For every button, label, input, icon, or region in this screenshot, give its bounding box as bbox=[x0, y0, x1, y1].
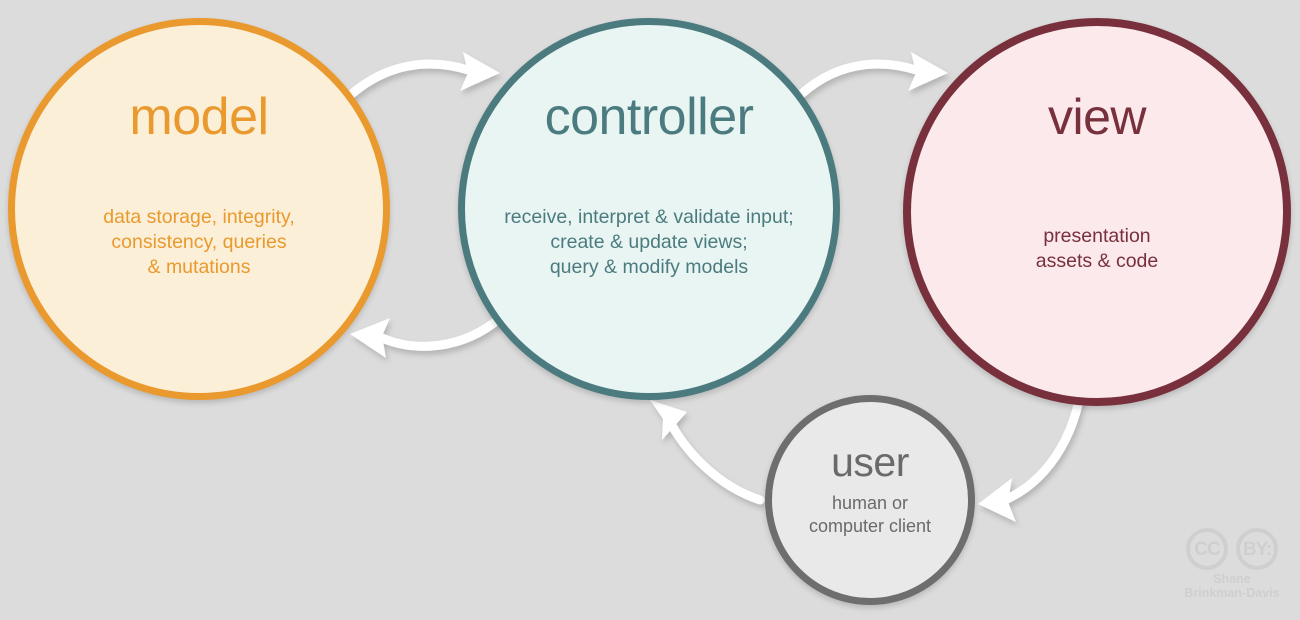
node-model-description: data storage, integrity, consistency, qu… bbox=[103, 206, 295, 278]
node-view-description: presentation assets & code bbox=[1035, 225, 1159, 272]
node-user-title: user bbox=[831, 439, 909, 485]
cc-badge-icons: CC BY: bbox=[1176, 528, 1288, 570]
author-line-2: Brinkman-Davis bbox=[1184, 586, 1280, 600]
node-model[interactable]: model data storage, integrity, consisten… bbox=[8, 18, 390, 400]
node-user-description: human or computer client bbox=[808, 493, 932, 537]
arrow-user-to-controller bbox=[650, 400, 765, 505]
node-model-title: model bbox=[129, 88, 269, 146]
arrow-controller-to-model bbox=[350, 313, 505, 358]
arrow-controller-to-view bbox=[790, 52, 948, 105]
author-attribution: Shane Brinkman-Davis bbox=[1176, 572, 1288, 600]
node-view-title: view bbox=[1047, 89, 1147, 145]
node-view[interactable]: view presentation assets & code bbox=[903, 18, 1291, 406]
attribution-icon: BY: bbox=[1236, 528, 1278, 570]
creative-commons-icon: CC bbox=[1186, 528, 1228, 570]
arrow-model-to-controller bbox=[340, 52, 500, 105]
node-controller[interactable]: controller receive, interpret & validate… bbox=[458, 18, 840, 400]
node-controller-description: receive, interpret & validate input; cre… bbox=[504, 206, 794, 278]
node-controller-title: controller bbox=[544, 88, 754, 146]
node-user[interactable]: user human or computer client bbox=[765, 395, 975, 605]
author-line-1: Shane bbox=[1213, 572, 1251, 586]
creative-commons-badge: CC BY: Shane Brinkman-Davis bbox=[1176, 528, 1288, 608]
